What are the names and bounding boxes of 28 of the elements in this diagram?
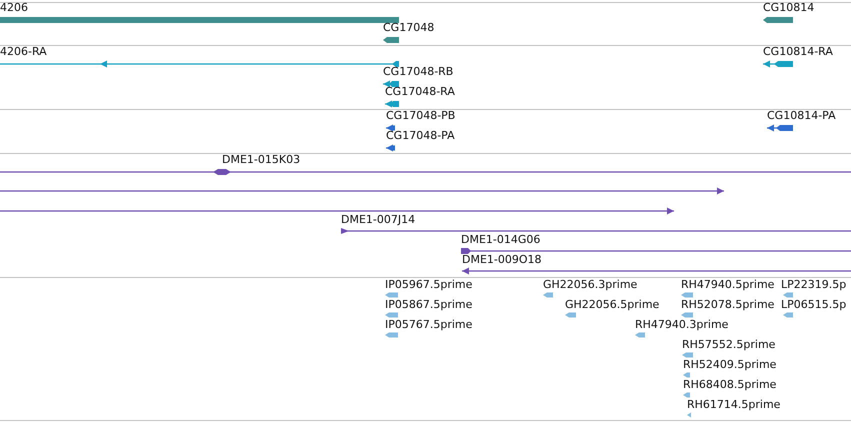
est-label: IP05967.5prime <box>385 278 472 291</box>
est-label: LP06515.5p <box>781 298 846 311</box>
gene-label: CG17048-PA <box>386 129 455 142</box>
est-label: RH47940.3prime <box>635 318 728 331</box>
gene-label: CG17048-PB <box>386 109 456 122</box>
est-label: RH52409.5prime <box>683 358 776 371</box>
gene-label: CG10814-PA <box>767 109 836 122</box>
gene-label: CG17048-RA <box>385 85 455 98</box>
gene-label: CG17048-RB <box>383 65 454 78</box>
est-label: IP05767.5prime <box>385 318 472 331</box>
est-label: RH52078.5prime <box>681 298 774 311</box>
est-label: RH57552.5prime <box>682 338 776 351</box>
gene-label: CG10814 <box>763 1 814 14</box>
est-label: RH68408.5prime <box>683 378 776 391</box>
est-label: LP22319.5p <box>781 278 846 291</box>
est-label: GH22056.3prime <box>543 278 638 291</box>
clone-label: DME1-014G06 <box>461 233 540 246</box>
est-label: RH61714.5prime <box>687 398 780 411</box>
clone-label: DME1-007J14 <box>341 213 416 226</box>
gene-label: 4206-RA <box>0 45 47 58</box>
clone-label: DME1-009O18 <box>462 253 542 266</box>
est-label: IP05867.5prime <box>385 298 472 311</box>
clone-label: DME1-015K03 <box>222 153 300 166</box>
gene-label: CG17048 <box>383 21 434 34</box>
gene-label: 4206 <box>0 1 28 14</box>
est-label: GH22056.5prime <box>565 298 660 311</box>
gene-label: CG10814-RA <box>763 45 833 58</box>
est-label: RH47940.5prime <box>681 278 774 291</box>
